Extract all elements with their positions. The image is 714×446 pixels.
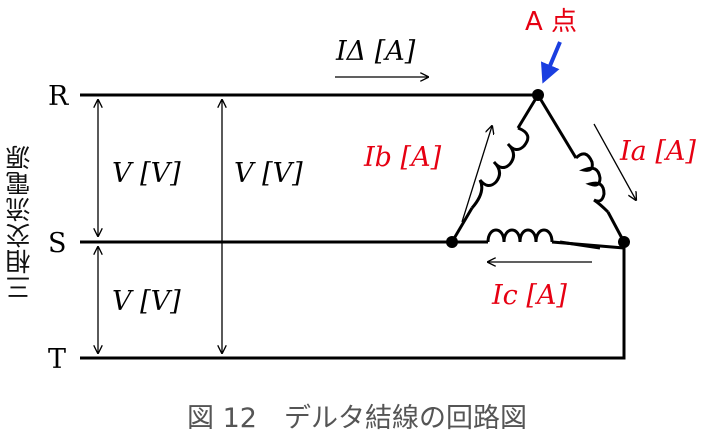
point-a-label: A 点 (525, 7, 577, 37)
node-bottom-left (446, 236, 458, 248)
coil-right (574, 152, 610, 214)
current-label-b: Ib [A] (363, 142, 442, 173)
node-apex (532, 89, 544, 101)
label-r: R (48, 81, 69, 112)
line-current-label: IΔ [A] (335, 36, 416, 67)
current-label-a: Ia [A] (619, 136, 696, 167)
coil-bottom (486, 228, 554, 243)
current-arrow-a (593, 123, 636, 200)
node-bottom-right (618, 236, 630, 248)
delta-wire-right-top (536, 94, 578, 159)
voltage-label-rt: V [V] (234, 158, 303, 189)
delta-wire-left-bottom (450, 207, 474, 243)
coil-left (470, 126, 530, 209)
label-s: S (48, 228, 67, 259)
delta-wire-bottom-right-2 (559, 240, 601, 250)
voltage-label-st: V [V] (112, 286, 181, 317)
current-arrow-b (461, 126, 492, 223)
current-label-c: Ic [A] (491, 280, 567, 311)
voltage-label-rs: V [V] (112, 158, 181, 189)
label-t: T (48, 344, 66, 375)
delta-wire-left-top (516, 94, 540, 129)
point-a-arrow (540, 41, 562, 84)
figure-caption: 図 12 デルタ結線の回路図 (187, 403, 527, 434)
line-t (80, 243, 626, 360)
